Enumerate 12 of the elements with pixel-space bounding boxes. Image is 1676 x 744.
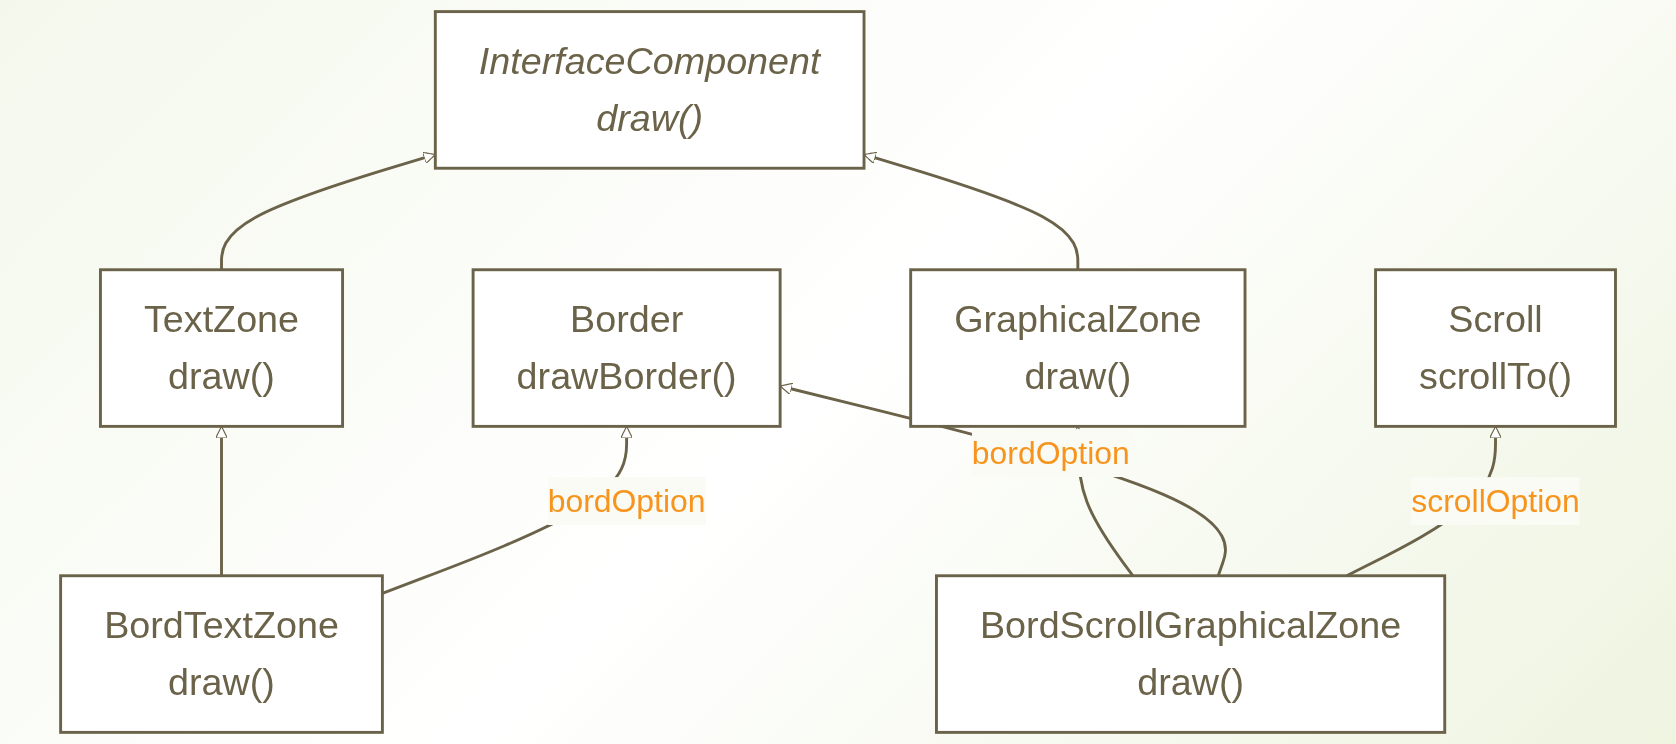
node-box: Scroll scrollTo() [1374,268,1617,428]
node-box: BordTextZone draw() [59,574,384,734]
arrow [220,151,436,270]
node-box: Border drawBorder() [471,268,782,428]
edge-label: bordOption [547,482,706,520]
node-box: InterfaceComponent draw() [433,10,866,170]
arrow [863,151,1080,270]
edge-label: bordOption [971,434,1130,472]
node-box: TextZone draw() [98,268,344,428]
node-box: BordScrollGraphicalZone draw() [934,574,1447,734]
node-box: GraphicalZone draw() [909,268,1247,428]
edge-label: scrollOption [1411,482,1580,520]
